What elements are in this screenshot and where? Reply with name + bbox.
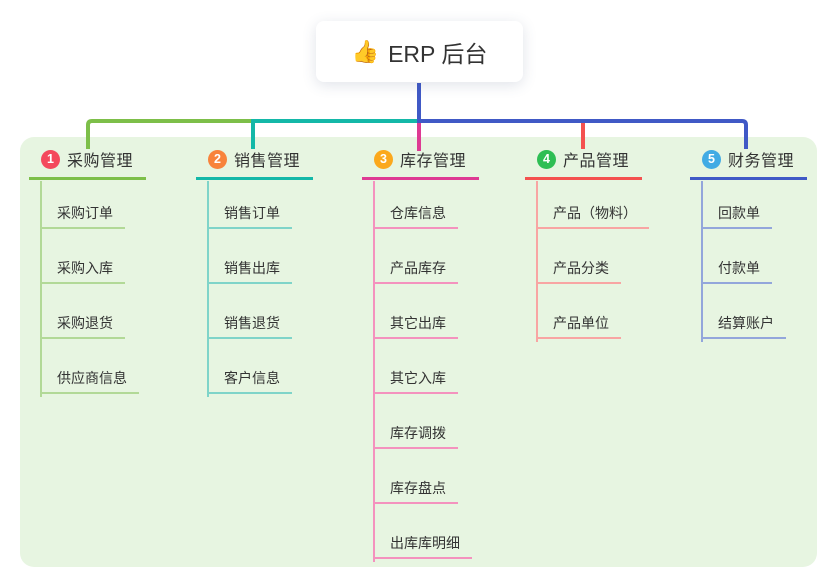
topic-finance[interactable]: 5 财务管理 [690, 148, 807, 180]
node-product-material[interactable]: 产品（物料） [536, 204, 649, 229]
children-line [373, 181, 375, 562]
badge-1: 1 [41, 149, 60, 169]
children-line [40, 181, 42, 397]
node-settlement-account[interactable]: 结算账户 [701, 314, 786, 339]
children-line [701, 181, 703, 342]
node-product-unit[interactable]: 产品单位 [536, 314, 621, 339]
node-outbound-detail[interactable]: 出库库明细 [373, 534, 472, 559]
node-receipt-doc[interactable]: 回款单 [701, 204, 772, 229]
root-node-erp[interactable]: 👍 ERP 后台 [316, 21, 523, 82]
branches-background-panel [20, 137, 817, 567]
node-other-inbound[interactable]: 其它入库 [373, 369, 458, 394]
topic-inventory[interactable]: 3 库存管理 [362, 148, 479, 180]
badge-4: 4 [537, 149, 556, 169]
topic-label: 采购管理 [67, 153, 134, 170]
node-stock-transfer[interactable]: 库存调拨 [373, 424, 458, 449]
topic-label: 产品管理 [563, 153, 630, 170]
node-customer-info[interactable]: 客户信息 [207, 369, 292, 394]
node-sales-order[interactable]: 销售订单 [207, 204, 292, 229]
node-product-category[interactable]: 产品分类 [536, 259, 621, 284]
topic-label: 销售管理 [234, 153, 301, 170]
badge-3: 3 [374, 149, 393, 169]
node-other-outbound[interactable]: 其它出库 [373, 314, 458, 339]
node-product-stock[interactable]: 产品库存 [373, 259, 458, 284]
topic-label: 财务管理 [728, 153, 795, 170]
badge-5: 5 [702, 149, 721, 169]
node-stock-taking[interactable]: 库存盘点 [373, 479, 458, 504]
topic-purchase[interactable]: 1 采购管理 [29, 148, 146, 180]
node-payment-doc[interactable]: 付款单 [701, 259, 772, 284]
node-purchase-order[interactable]: 采购订单 [40, 204, 125, 229]
topic-label: 库存管理 [400, 153, 467, 170]
node-purchase-return[interactable]: 采购退货 [40, 314, 125, 339]
node-supplier-info[interactable]: 供应商信息 [40, 369, 139, 394]
node-sales-return[interactable]: 销售退货 [207, 314, 292, 339]
root-node-label: ERP 后台 [388, 40, 488, 67]
topic-sales[interactable]: 2 销售管理 [196, 148, 313, 180]
badge-2: 2 [208, 149, 227, 169]
node-purchase-inbound[interactable]: 采购入库 [40, 259, 125, 284]
thumbs-up-icon: 👍 [351, 38, 380, 64]
topic-product[interactable]: 4 产品管理 [525, 148, 642, 180]
children-line [207, 181, 209, 397]
children-line [536, 181, 538, 342]
node-sales-outbound[interactable]: 销售出库 [207, 259, 292, 284]
node-warehouse-info[interactable]: 仓库信息 [373, 204, 458, 229]
